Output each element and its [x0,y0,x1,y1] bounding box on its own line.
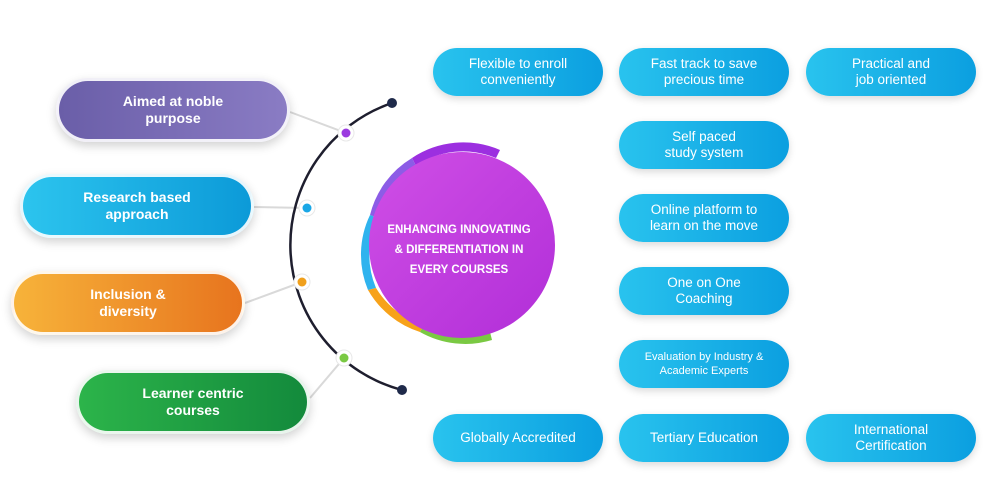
pill-learner-centric-courses: Learner centric courses [76,370,310,434]
pill-inclusion-diversity: Inclusion & diversity [11,271,245,335]
pill-flexible-to-enroll: Flexible to enroll conveniently [433,48,603,96]
pill-practical-job-oriented: Practical and job oriented [806,48,976,96]
connector-line [253,206,308,209]
connector-line [289,111,347,134]
ring-segment-purple [412,142,500,166]
ring-segment-blue [360,215,378,290]
pill-one-on-one-coaching: One on One Coaching [619,267,789,315]
pill-self-paced: Self paced study system [619,121,789,169]
arc-dot-purple-inner [341,128,351,138]
arc-end-dot-top [387,98,397,108]
pill-online-platform: Online platform to learn on the move [619,194,789,242]
arc-dot-orange-inner [297,277,307,287]
pill-aimed-at-noble-purpose: Aimed at noble purpose [56,78,290,142]
arc-dot-blue-inner [302,203,312,213]
pill-tertiary-education: Tertiary Education [619,414,789,462]
arc-end-dot-bottom [397,385,407,395]
pill-fast-track: Fast track to save precious time [619,48,789,96]
connector-line [309,357,345,399]
pill-globally-accredited: Globally Accredited [433,414,603,462]
arc-dot-green-inner [339,353,349,363]
pill-international-certification: International Certification [806,414,976,462]
pill-research-based-approach: Research based approach [20,174,254,238]
pill-evaluation-by-experts: Evaluation by Industry & Academic Expert… [619,340,789,388]
center-circle [369,152,555,338]
ring-segment-green [420,325,492,344]
center-title: ENHANCING INNOVATING & DIFFERENTIATION I… [387,224,531,276]
connector-line [244,281,303,304]
